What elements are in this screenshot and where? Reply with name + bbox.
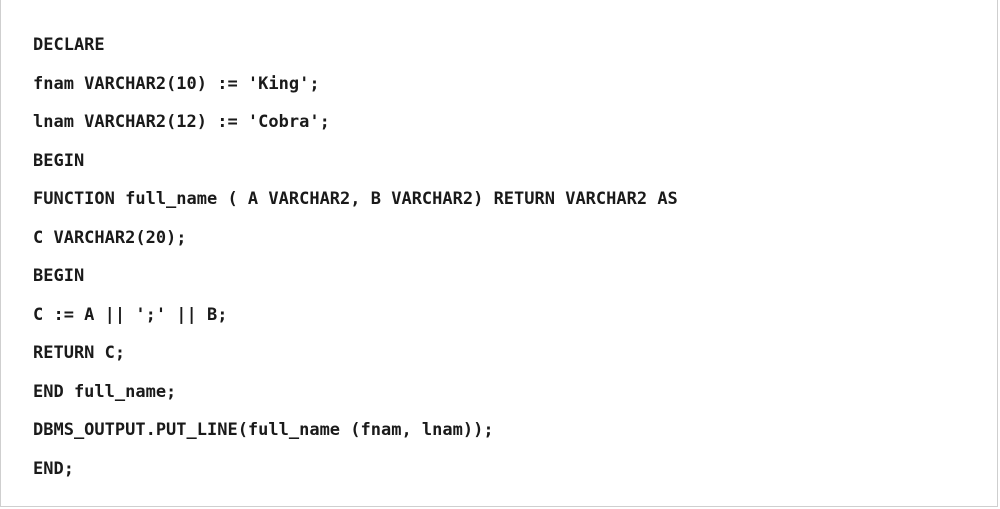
code-line-output: DBMS_OUTPUT.PUT_LINE(full_name (fnam, ln… xyxy=(33,420,494,440)
code-line-end: END; xyxy=(33,458,74,479)
code-line-function-signature: FUNCTION full_name ( A VARCHAR2, B VARCH… xyxy=(33,189,678,209)
code-block: DECLARE fnam VARCHAR2(10) := 'King'; lna… xyxy=(33,26,678,488)
code-line-variable-c: C VARCHAR2(20); xyxy=(33,227,187,248)
code-line-declare: DECLARE xyxy=(33,35,105,55)
code-line-fnam-declaration: fnam VARCHAR2(10) := 'King'; xyxy=(33,73,320,94)
code-line-concatenation: C := A || ';' || B; xyxy=(33,304,228,325)
code-line-lnam-declaration: lnam VARCHAR2(12) := 'Cobra'; xyxy=(33,112,330,132)
code-line-function-begin: BEGIN xyxy=(33,266,85,286)
code-line-begin: BEGIN xyxy=(33,150,85,171)
code-line-return: RETURN C; xyxy=(33,343,126,363)
code-line-end-function: END full_name; xyxy=(33,381,177,402)
